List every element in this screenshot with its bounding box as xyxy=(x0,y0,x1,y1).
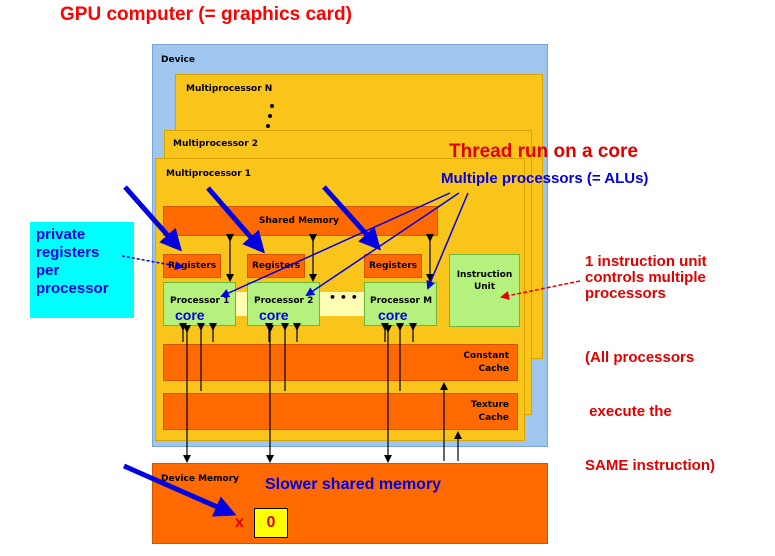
texture-cache-label: Texture xyxy=(470,400,509,410)
pointer-arrow xyxy=(426,192,469,290)
x-value-box: 0 xyxy=(254,508,288,538)
blue-arrow xyxy=(322,185,382,251)
registers-label: Registers xyxy=(252,261,301,271)
texture-cache: Texture Cache xyxy=(163,393,518,430)
processor-1-label: Processor 1 xyxy=(170,296,230,306)
pointer-arrow xyxy=(500,280,581,301)
note-line: (All processors xyxy=(585,349,695,366)
pointer-arrow xyxy=(121,255,184,271)
core-label: core xyxy=(378,307,408,323)
device-label: Device xyxy=(161,55,195,65)
blue-arrow xyxy=(123,185,182,252)
pointer-arrow xyxy=(305,192,460,297)
dot xyxy=(266,124,270,128)
texture-cache-label-2: Cache xyxy=(478,413,509,423)
callout-line: per xyxy=(36,262,60,279)
registers-m: Registers xyxy=(364,254,422,278)
thread-annotation: Thread run on a core xyxy=(449,141,638,162)
note-line: processors xyxy=(585,285,666,302)
constant-cache: Constant Cache xyxy=(163,344,518,381)
constant-cache-label: Constant xyxy=(463,351,509,361)
dot xyxy=(268,114,272,118)
core-label: core xyxy=(175,307,205,323)
shared-memory-label: Shared Memory xyxy=(259,216,340,226)
all-processors-note: (All processors execute the SAME instruc… xyxy=(585,313,715,493)
dot xyxy=(270,104,274,108)
registers-2: Registers xyxy=(247,254,305,278)
instruction-unit-note: 1 instruction unit controls multiple pro… xyxy=(585,254,707,302)
private-registers-callout: private registers per processor xyxy=(30,222,134,318)
processor-ellipsis: • • • xyxy=(329,291,358,304)
callout-line: registers xyxy=(36,244,100,261)
instruction-unit: Instruction Unit xyxy=(449,254,520,327)
multiprocessor-2-label: Multiprocessor 2 xyxy=(173,139,259,149)
shared-memory: Shared Memory xyxy=(163,206,438,236)
note-line: execute the xyxy=(585,403,672,420)
registers-label: Registers xyxy=(369,261,418,271)
slower-shared-memory-label: Slower shared memory xyxy=(265,476,442,493)
note-line: SAME instruction) xyxy=(585,457,715,474)
note-line: 1 instruction unit xyxy=(585,253,707,270)
callout-line: processor xyxy=(36,280,109,297)
x-variable-label: x xyxy=(235,514,244,531)
core-label: core xyxy=(259,307,289,323)
instruction-unit-label: Instruction Unit xyxy=(456,270,513,292)
diagram-title: GPU computer (= graphics card) xyxy=(60,4,352,25)
callout-line: private xyxy=(36,226,86,243)
blue-arrow xyxy=(122,463,237,517)
constant-cache-label-2: Cache xyxy=(478,364,509,374)
multiprocessor-1-label: Multiprocessor 1 xyxy=(166,169,252,179)
blue-arrow xyxy=(206,186,265,254)
multiple-processors-annotation: Multiple processors (= ALUs) xyxy=(441,170,649,187)
processor-2-label: Processor 2 xyxy=(254,296,314,306)
note-line: controls multiple xyxy=(585,269,706,286)
device-memory-label: Device Memory xyxy=(161,474,240,484)
multiprocessor-n-label: Multiprocessor N xyxy=(186,84,273,94)
registers-label: Registers xyxy=(168,261,217,271)
pointer-arrow xyxy=(220,192,451,298)
processor-m-label: Processor M xyxy=(370,296,433,306)
